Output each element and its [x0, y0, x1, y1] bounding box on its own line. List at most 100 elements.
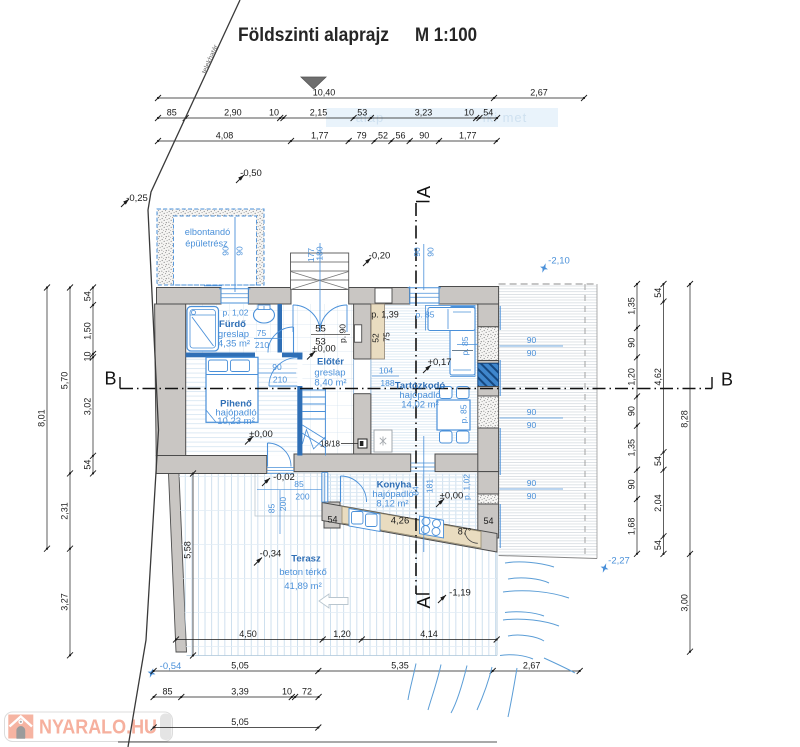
svg-text:2,90: 2,90	[224, 107, 242, 117]
svg-text:52: 52	[371, 333, 381, 343]
svg-text:3,00: 3,00	[679, 594, 689, 612]
svg-text:90: 90	[527, 478, 537, 488]
svg-text:10: 10	[82, 351, 92, 361]
svg-text:-0,02: -0,02	[273, 472, 295, 483]
svg-text:±0,00: ±0,00	[440, 491, 464, 502]
svg-text:-0,25: -0,25	[126, 193, 148, 204]
svg-text:75: 75	[382, 332, 392, 342]
svg-text:-0,54: -0,54	[160, 661, 182, 672]
svg-text:90: 90	[426, 247, 436, 257]
svg-text:4,50: 4,50	[239, 629, 257, 639]
svg-text:4,14: 4,14	[420, 629, 438, 639]
svg-text:8,28: 8,28	[679, 410, 689, 428]
svg-text:41,89 m²: 41,89 m²	[284, 581, 322, 592]
svg-text:56: 56	[395, 130, 405, 140]
svg-text:p. 1,02: p. 1,02	[462, 474, 472, 500]
svg-text:épületrész: épületrész	[185, 239, 228, 249]
svg-text:-0,20: -0,20	[369, 251, 391, 262]
svg-text:90: 90	[527, 491, 537, 501]
svg-text:p. 90: p. 90	[338, 324, 348, 343]
svg-text:10,23 m²: 10,23 m²	[217, 416, 255, 427]
svg-text:1,35: 1,35	[626, 439, 636, 457]
svg-text:90: 90	[626, 406, 636, 416]
svg-text:8,12 m²: 8,12 m²	[376, 499, 408, 510]
svg-text:B: B	[104, 369, 116, 389]
svg-text:-1,19: -1,19	[449, 588, 471, 599]
svg-text:greslap: greslap	[218, 329, 249, 340]
svg-text:p. 85: p. 85	[416, 310, 435, 320]
svg-text:54: 54	[82, 460, 92, 470]
svg-text:210: 210	[273, 375, 287, 385]
svg-text:54: 54	[653, 288, 663, 298]
svg-text:90: 90	[626, 479, 636, 489]
svg-text:53: 53	[357, 107, 367, 117]
svg-text:18/18: 18/18	[320, 440, 341, 449]
svg-text:5,05: 5,05	[231, 717, 249, 727]
svg-text:4,35 m²: 4,35 m²	[218, 339, 250, 350]
svg-text:greslap: greslap	[314, 368, 345, 379]
svg-text:14,02 m²: 14,02 m²	[401, 400, 439, 411]
svg-text:3,23: 3,23	[415, 107, 433, 117]
svg-text:90: 90	[235, 246, 245, 256]
svg-text:iki met: iki met	[483, 110, 528, 125]
svg-text:p. 1,02: p. 1,02	[223, 308, 249, 318]
svg-text:-0,50: -0,50	[240, 168, 262, 179]
svg-text:200: 200	[278, 497, 288, 511]
svg-text:90: 90	[419, 130, 429, 140]
svg-text:±0,00: ±0,00	[249, 429, 273, 440]
svg-text:8,01: 8,01	[36, 409, 46, 427]
svg-text:-0,34: -0,34	[260, 549, 282, 560]
svg-text:72: 72	[302, 686, 312, 696]
svg-text:Pihenő: Pihenő	[220, 399, 252, 410]
svg-text:p. 1,39: p. 1,39	[371, 310, 399, 320]
svg-text:5,70: 5,70	[59, 372, 69, 390]
svg-text:1,35: 1,35	[626, 297, 636, 315]
svg-text:85: 85	[162, 686, 172, 696]
svg-text:8,40 m²: 8,40 m²	[314, 378, 346, 389]
svg-text:1,20: 1,20	[333, 629, 351, 639]
svg-text:85: 85	[167, 107, 177, 117]
svg-text:+0,17: +0,17	[427, 357, 451, 368]
svg-text:3,27: 3,27	[59, 593, 69, 611]
svg-text:p. 85: p. 85	[459, 404, 469, 423]
svg-text:177: 177	[306, 248, 316, 262]
svg-text:87°: 87°	[458, 527, 472, 537]
svg-text:5,05: 5,05	[231, 660, 249, 670]
svg-text:alap: alap	[356, 110, 385, 125]
svg-text:3,39: 3,39	[231, 686, 249, 696]
svg-text:200: 200	[295, 492, 309, 502]
svg-text:54: 54	[653, 456, 663, 466]
svg-text:-2,27: -2,27	[608, 556, 630, 567]
svg-text:54: 54	[653, 540, 663, 550]
svg-text:4,26: 4,26	[391, 516, 410, 527]
svg-text:54: 54	[483, 107, 493, 117]
svg-text:90: 90	[527, 420, 537, 430]
svg-text:54: 54	[82, 291, 92, 301]
svg-text:1,50: 1,50	[82, 322, 92, 340]
svg-text:188: 188	[380, 378, 394, 388]
svg-text:181: 181	[425, 479, 435, 493]
svg-text:54: 54	[483, 516, 493, 526]
svg-text:elbontandó: elbontandó	[185, 227, 230, 237]
svg-text:Fürdő: Fürdő	[219, 319, 246, 330]
svg-text:-2,10: -2,10	[548, 256, 570, 267]
svg-text:3,02: 3,02	[82, 398, 92, 416]
svg-text:p. 85: p. 85	[460, 336, 470, 355]
svg-text:90: 90	[527, 335, 537, 345]
svg-text:B: B	[721, 370, 733, 390]
svg-text:85: 85	[294, 479, 304, 489]
svg-text:1,77: 1,77	[311, 130, 329, 140]
svg-text:2,31: 2,31	[59, 502, 69, 520]
svg-text:90: 90	[412, 247, 422, 257]
svg-text:10,40: 10,40	[313, 87, 336, 97]
svg-text:84: 84	[411, 486, 421, 496]
svg-text:54: 54	[327, 515, 337, 525]
svg-text:55: 55	[315, 324, 326, 335]
svg-text:2,67: 2,67	[530, 87, 548, 97]
svg-text:1,77: 1,77	[459, 130, 477, 140]
svg-text:90: 90	[527, 407, 537, 417]
svg-text:hajópadló: hajópadló	[372, 489, 413, 500]
svg-text:90: 90	[221, 246, 231, 256]
svg-text:Konyha: Konyha	[377, 480, 413, 491]
svg-text:10: 10	[282, 686, 292, 696]
